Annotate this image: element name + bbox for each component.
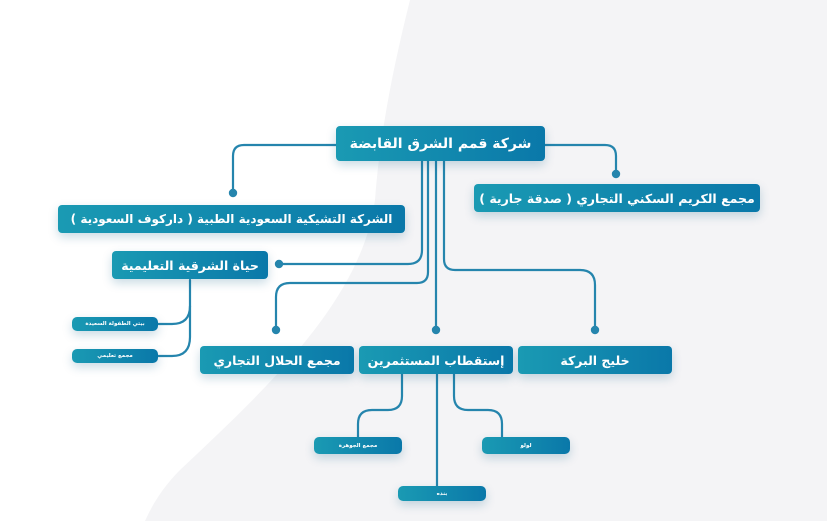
- connector-dot: [271, 325, 281, 335]
- connector-dot: [590, 325, 600, 335]
- node-jawhara: مجمع الجوهرة: [314, 437, 402, 454]
- node-darkoff: الشركة التشيكية السعودية الطبية ( داركوف…: [58, 205, 405, 233]
- root-node: شركة قمم الشرق القابضة: [336, 126, 545, 161]
- connector-dot: [274, 259, 284, 269]
- node-hayat-child-2: مجمع تعليمي: [72, 349, 158, 363]
- connector-dot: [431, 325, 441, 335]
- node-karim: مجمع الكريم السكني التجاري ( صدقة جارية …: [474, 184, 760, 212]
- node-halal: مجمع الحلال التجاري: [200, 346, 354, 374]
- node-hayat: حياة الشرقية التعليمية: [112, 251, 268, 279]
- node-hayat-child-1: بيتي الطفولة السعيدة: [72, 317, 158, 331]
- node-investors: إستقطاب المستثمرين: [359, 346, 513, 374]
- node-binda: بنده: [398, 486, 486, 501]
- node-lulu: لولو: [482, 437, 570, 454]
- connector-dot: [611, 169, 621, 179]
- connector-dot: [228, 188, 238, 198]
- node-baraka: خليج البركة: [518, 346, 672, 374]
